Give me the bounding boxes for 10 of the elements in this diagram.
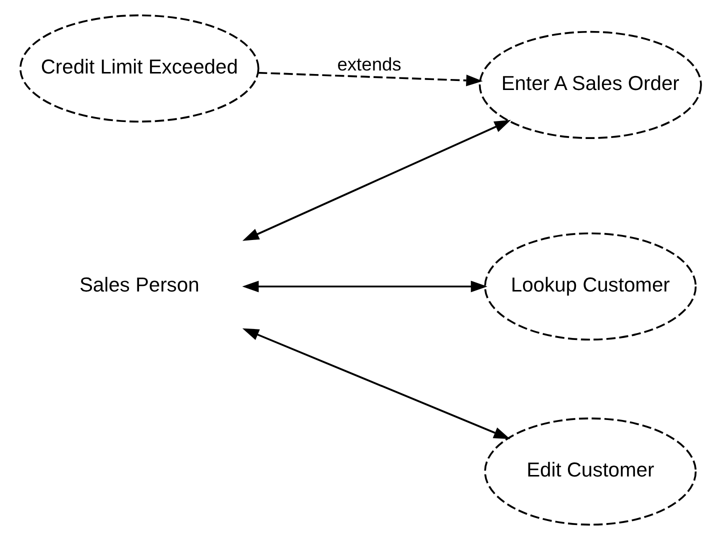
node-ellipse: Enter A Sales Order xyxy=(478,30,702,139)
node-ellipse: Lookup Customer xyxy=(484,232,696,341)
arrow xyxy=(242,328,510,440)
arrow xyxy=(242,120,510,241)
edge-label: extends xyxy=(336,53,401,74)
arrow xyxy=(258,72,482,86)
node-ellipse: Edit Customer xyxy=(484,417,696,526)
arrow xyxy=(242,280,487,292)
node-text: Sales Person xyxy=(78,274,199,297)
node-ellipse: Credit Limit Exceeded xyxy=(18,14,259,123)
